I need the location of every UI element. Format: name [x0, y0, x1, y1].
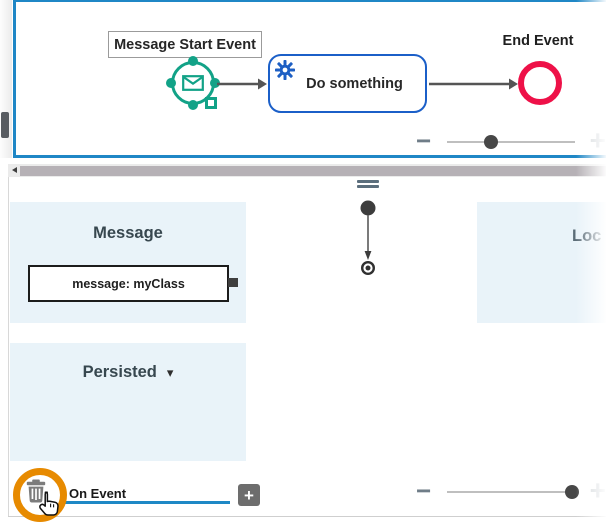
- sequence-flow-start-to-task[interactable]: [217, 75, 267, 93]
- zoom-slider-track[interactable]: [447, 141, 575, 143]
- canvas-vertical-scrollbar-thumb[interactable]: [1, 112, 9, 138]
- canvas-horizontal-scrollbar-thumb[interactable]: [20, 165, 606, 176]
- persisted-dropdown[interactable]: Persisted ▾: [10, 363, 246, 382]
- caret-down-icon: ▾: [166, 365, 174, 380]
- splitter-handle-icon: [357, 185, 379, 188]
- end-event-label[interactable]: End Event: [502, 33, 574, 49]
- message-envelope-icon: [182, 75, 204, 91]
- canvas-border-top: [13, 0, 606, 2]
- task-node[interactable]: Do something: [268, 54, 427, 113]
- on-event-field-underline: [62, 501, 230, 504]
- event-flow-diagram[interactable]: [355, 197, 381, 279]
- message-section-panel: Message: [10, 202, 246, 323]
- gear-icon: [275, 60, 295, 80]
- flow-start-node: [360, 200, 376, 216]
- add-button[interactable]: +: [238, 484, 260, 506]
- scroll-left-arrow-icon[interactable]: [12, 167, 17, 173]
- zoom-slider-thumb[interactable]: [484, 135, 498, 149]
- zoom-slider-thumb[interactable]: [565, 485, 579, 499]
- zoom-out-button[interactable]: −: [416, 475, 432, 506]
- local-section-panel: Loc: [477, 202, 606, 323]
- canvas-vertical-scrollbar[interactable]: [0, 0, 12, 158]
- splitter-handle[interactable]: [357, 180, 379, 188]
- start-event-label[interactable]: Message Start Event: [108, 31, 262, 58]
- selection-handle-right[interactable]: [210, 78, 220, 88]
- canvas-border-bottom: [13, 155, 606, 158]
- resize-handle[interactable]: [205, 97, 217, 109]
- zoom-out-button[interactable]: −: [416, 125, 432, 156]
- persisted-section-panel: Persisted ▾: [10, 343, 246, 461]
- selection-handle-top[interactable]: [188, 56, 198, 66]
- trash-icon[interactable]: [26, 479, 46, 503]
- canvas-border-left: [13, 0, 16, 158]
- zoom-in-button[interactable]: +: [589, 474, 606, 506]
- on-event-field[interactable]: On Event: [69, 486, 127, 501]
- panel-zoom-slider: − +: [414, 476, 606, 504]
- panel-left-border: [8, 177, 9, 516]
- panel-bottom-border: [8, 516, 606, 517]
- message-item-connector-handle[interactable]: [228, 278, 238, 287]
- sequence-flow-task-to-end[interactable]: [429, 75, 518, 93]
- splitter-handle-icon: [357, 180, 379, 183]
- canvas-horizontal-scrollbar[interactable]: [8, 164, 606, 177]
- zoom-slider-track[interactable]: [447, 491, 575, 493]
- zoom-in-button[interactable]: +: [589, 124, 606, 156]
- local-section-title: Loc: [572, 227, 602, 245]
- message-item-box[interactable]: message: myClass: [28, 265, 229, 302]
- task-label: Do something: [306, 75, 403, 92]
- canvas-zoom-slider: − +: [414, 126, 606, 154]
- selection-handle-left[interactable]: [166, 78, 176, 88]
- persisted-section-title: Persisted: [82, 363, 157, 381]
- selection-handle-bottom[interactable]: [188, 100, 198, 110]
- message-section-title: Message: [93, 224, 163, 242]
- end-event-node[interactable]: [518, 61, 562, 105]
- hand-cursor-icon: [39, 491, 59, 516]
- highlight-ring: [13, 468, 67, 522]
